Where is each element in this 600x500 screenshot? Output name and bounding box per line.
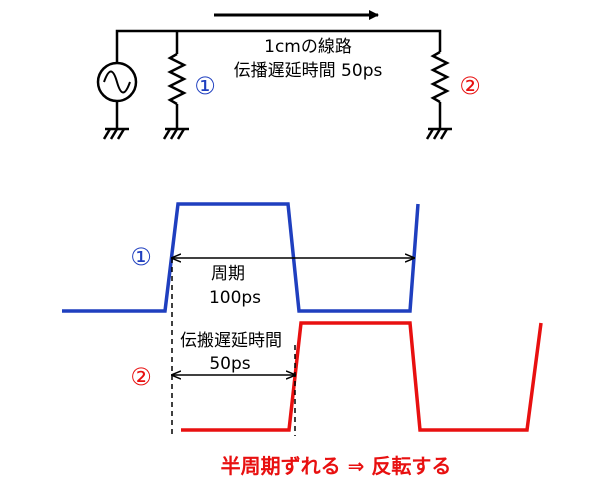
waveform-node2	[181, 321, 543, 432]
ground-icon-source	[102, 127, 129, 140]
node2-marker-wave: ②	[130, 363, 152, 391]
line-delay: 伝播遅延時間 50ps	[234, 61, 383, 81]
ground-icon-r2	[425, 127, 452, 140]
period-value: 100ps	[209, 288, 261, 308]
node2-marker-circuit: ②	[459, 72, 481, 100]
ground-icon-r1	[162, 127, 189, 140]
node1-marker-circuit: ①	[194, 72, 216, 100]
resistor-1	[167, 52, 187, 106]
circuit: 1cmの線路 伝播遅延時間 50ps ① ②	[96, 10, 481, 140]
line-title: 1cmの線路	[264, 37, 352, 57]
resistor-2	[430, 50, 450, 104]
top-wire	[115, 29, 442, 63]
waveforms: ① ② 周期 100ps 伝搬遅延時間 50ps	[62, 202, 543, 436]
period-label: 周期	[211, 264, 245, 284]
sine-icon	[103, 70, 131, 94]
node1-marker-wave: ①	[130, 243, 152, 271]
delay-label: 伝搬遅延時間	[180, 331, 282, 351]
delay-value: 50ps	[209, 354, 250, 374]
waveform-node1	[62, 202, 420, 313]
conclusion-text: 半周期ずれる ⇒ 反転する	[221, 454, 452, 478]
